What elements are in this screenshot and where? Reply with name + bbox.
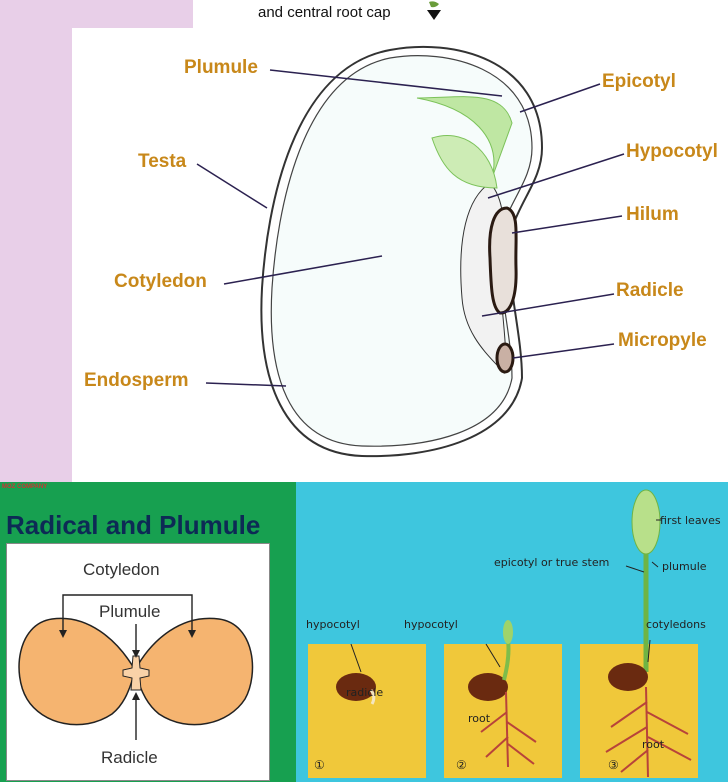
leader-hypocotyl — [487, 153, 625, 199]
label-cotyledons: cotyledons — [646, 618, 706, 631]
leader-plumule — [269, 69, 503, 97]
soil-box-1 — [308, 644, 426, 778]
seed-stage-3 — [608, 663, 648, 691]
leader-cotyledon — [223, 255, 383, 285]
leader-radicle — [481, 293, 615, 317]
brand-logo: MOZ COMPANY — [2, 484, 48, 490]
dicot-seed-illustration — [18, 594, 254, 740]
label-hypocotyl: Hypocotyl — [626, 141, 718, 162]
label-root-stage-3: root — [642, 738, 665, 751]
right-cotyledon-shape — [134, 617, 254, 726]
leader-hilum — [511, 215, 623, 234]
label-radicle-stage-1: radicle — [346, 686, 384, 699]
cotyledon-bracket — [62, 594, 193, 634]
label-hilum: Hilum — [626, 204, 679, 225]
plumule-leaf-2 — [431, 134, 498, 189]
radical-plumule-title: Radical and Plumule — [6, 510, 261, 540]
rp-label-radicle: Radicle — [101, 748, 158, 767]
label-hypocotyl-stage-2: hypocotyl — [404, 618, 458, 631]
label-radicle: Radicle — [616, 280, 684, 301]
leader-endosperm — [205, 382, 287, 387]
pink-background-lower — [0, 28, 72, 482]
label-epicotyl: Epicotyl — [602, 71, 676, 92]
micropyle-shape — [495, 342, 515, 374]
arrow-down-icon — [427, 1, 441, 20]
leader-micropyle — [512, 343, 615, 359]
label-plumule-stage-3: plumule — [662, 560, 707, 573]
roots-stage-2 — [480, 691, 537, 768]
label-first-leaves: first leaves — [660, 514, 721, 527]
label-testa: Testa — [138, 151, 187, 172]
rp-label-plumule: Plumule — [99, 602, 161, 621]
left-cotyledon-shape — [18, 617, 136, 726]
top-caption: and central root cap — [258, 4, 391, 21]
leader-testa — [196, 163, 268, 209]
label-cotyledon: Cotyledon — [114, 271, 207, 292]
leader-epicotyl — [519, 83, 601, 113]
radical-plumule-figure: Cotyledon Plumule Radicle — [6, 543, 270, 781]
label-root-stage-2: root — [468, 712, 491, 725]
stage-2-number: ② — [456, 758, 467, 772]
hilum-shape — [488, 206, 518, 315]
soil-box-2 — [444, 644, 562, 778]
embryo-axis-shape — [122, 655, 150, 691]
label-plumule: Plumule — [184, 57, 258, 78]
label-epicotyl-stem: epicotyl or true stem — [494, 556, 610, 569]
stage-3-number: ③ — [608, 758, 619, 772]
label-hypocotyl-stage-1: hypocotyl — [306, 618, 360, 631]
plumule-leaf-1 — [416, 96, 513, 179]
seed-stage-1 — [336, 673, 376, 701]
bean-seed-illustration — [196, 45, 625, 458]
seed-diagram-panel: Plumule Epicotyl Testa Hypocotyl Hilum C… — [72, 28, 728, 482]
germination-illustration — [308, 489, 698, 778]
roots-stage-3 — [605, 686, 692, 778]
label-endosperm: Endosperm — [84, 370, 189, 391]
first-leaves-shape — [631, 489, 661, 555]
stage-1-number: ① — [314, 758, 325, 772]
seed-stage-2 — [468, 673, 508, 701]
rp-label-cotyledon: Cotyledon — [83, 560, 160, 579]
label-micropyle: Micropyle — [618, 330, 707, 351]
germination-panel: first leaves plumule epicotyl or true st… — [296, 482, 728, 782]
